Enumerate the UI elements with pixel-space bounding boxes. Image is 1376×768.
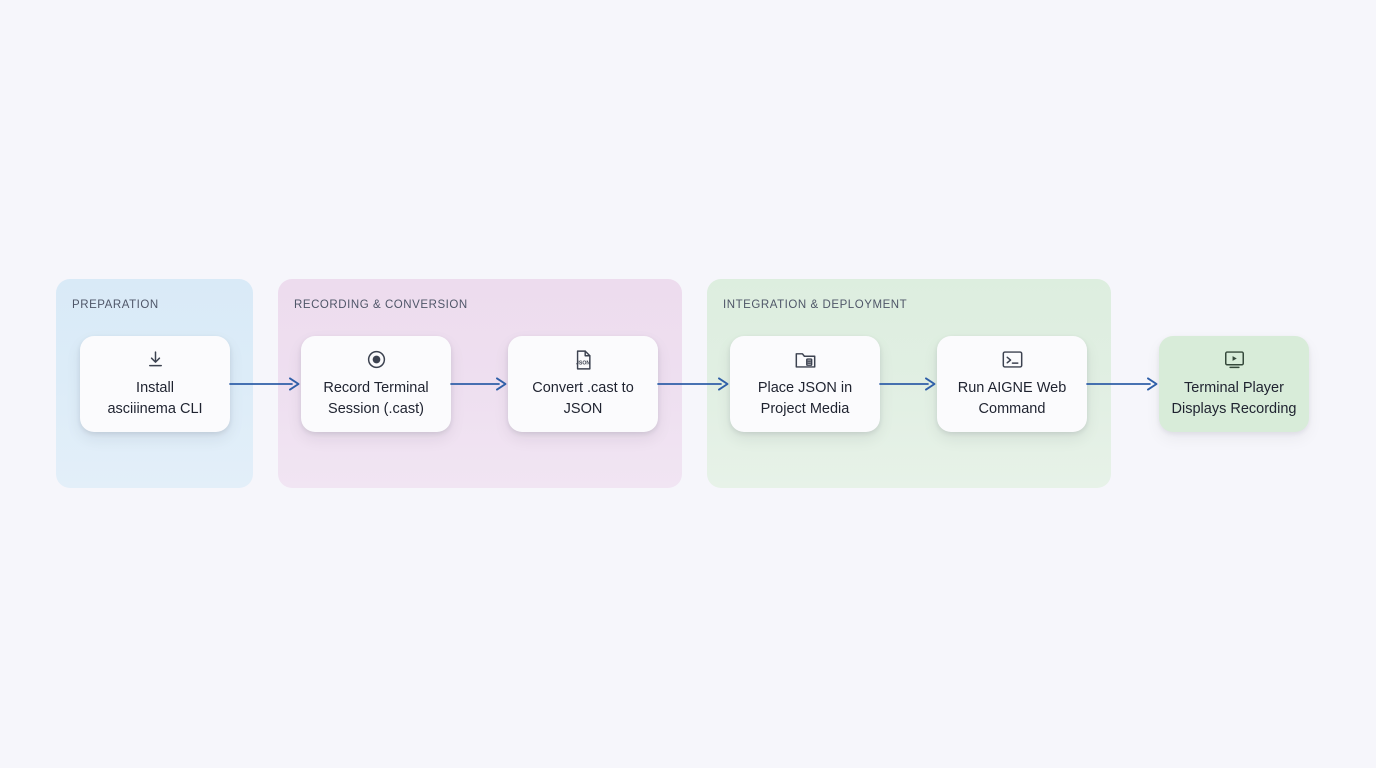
json-file-icon: JSON [573, 349, 594, 371]
terminal-icon [1001, 349, 1024, 371]
json-file-icon-label: JSON [575, 360, 589, 366]
folder-file-icon [794, 349, 817, 371]
group-label-preparation: PREPARATION [72, 299, 159, 311]
node-label: Terminal Player Displays Recording [1171, 379, 1297, 417]
node-label: Install asciiinema CLI [107, 379, 203, 417]
media-player-icon [1223, 349, 1246, 371]
node-install-asciinema-cli[interactable]: Install asciiinema CLI [80, 336, 230, 432]
node-convert-cast-to-json[interactable]: JSON Convert .cast to JSON [508, 336, 658, 432]
node-terminal-player-displays-recording[interactable]: Terminal Player Displays Recording [1159, 336, 1309, 432]
node-record-terminal-session[interactable]: Record Terminal Session (.cast) [301, 336, 451, 432]
group-label-recording-conversion: RECORDING & CONVERSION [294, 299, 468, 311]
node-label: Run AIGNE Web Command [957, 379, 1067, 417]
node-run-aigne-web-command[interactable]: Run AIGNE Web Command [937, 336, 1087, 432]
node-label: Place JSON in Project Media [757, 379, 853, 417]
node-label: Convert .cast to JSON [532, 379, 634, 417]
group-label-integration-deployment: INTEGRATION & DEPLOYMENT [723, 299, 908, 311]
node-label: Record Terminal Session (.cast) [323, 379, 429, 417]
node-place-json-in-project-media[interactable]: Place JSON in Project Media [730, 336, 880, 432]
download-icon [145, 349, 166, 371]
record-circle-icon [366, 349, 387, 371]
